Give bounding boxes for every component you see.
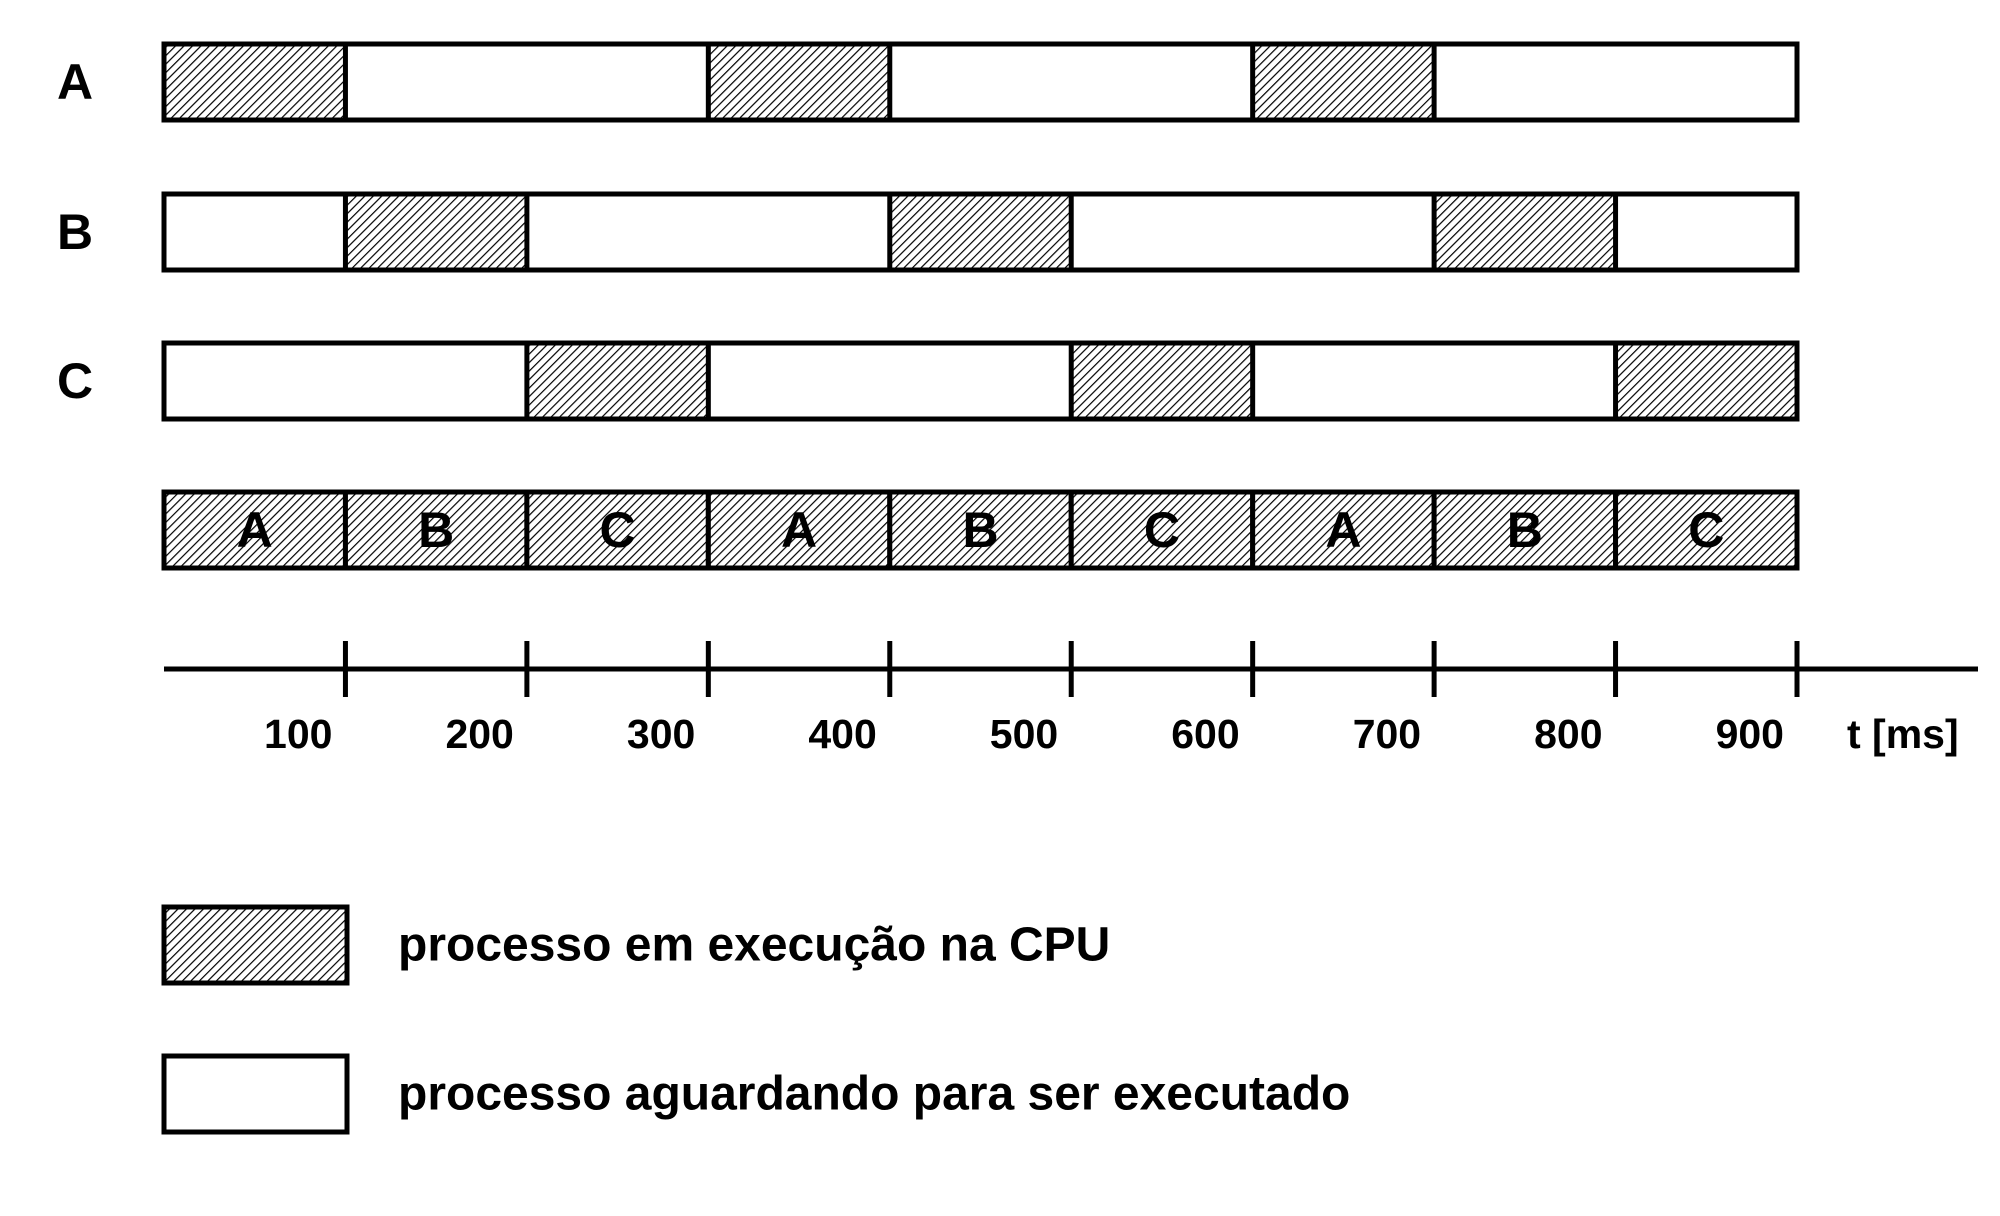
legend: processo em execução na CPU processo agua…	[161, 904, 1350, 1135]
tick-label: 200	[445, 711, 513, 757]
cpu-slot-label: C	[600, 502, 636, 558]
legend-label: processo em execução na CPU	[398, 919, 1110, 972]
cpu-slot-label: C	[1688, 502, 1724, 558]
waiting-bar	[164, 343, 1797, 419]
running-segment	[1071, 343, 1253, 419]
cpu-slot	[1431, 489, 1619, 571]
cpu-slot-label: A	[237, 502, 273, 558]
process-row-b: B	[57, 191, 1800, 273]
row-outline	[161, 41, 1800, 123]
running-segment	[889, 194, 1072, 270]
running-segment	[1615, 343, 1797, 419]
tick-label: 400	[808, 711, 876, 757]
cpu-slot	[342, 489, 530, 571]
tick-label: 700	[1353, 711, 1421, 757]
row-outline	[161, 191, 1800, 273]
process-row-a: A	[57, 41, 1800, 123]
tick-label: 500	[990, 711, 1058, 757]
cpu-slot	[1068, 489, 1256, 571]
tick-label: 900	[1716, 711, 1784, 757]
process-label: A	[57, 54, 93, 110]
tick-label: 300	[627, 711, 695, 757]
cpu-slot	[161, 489, 348, 571]
cpu-slot-label: B	[962, 502, 998, 558]
process-row-c: C	[57, 340, 1800, 422]
legend-label: processo aguardando para ser executado	[398, 1068, 1350, 1121]
cpu-slot	[1613, 489, 1800, 571]
legend-swatch-running	[161, 904, 350, 986]
cpu-slot	[1250, 489, 1437, 571]
cpu-slot-label: C	[1144, 502, 1180, 558]
process-label: C	[57, 353, 93, 409]
axis-unit-label: t [ms]	[1847, 711, 1959, 757]
running-segment	[164, 44, 346, 120]
time-axis: 100 200 300 400 500 600 700 800 900 t [ms]	[164, 641, 1978, 757]
cpu-slot	[705, 489, 893, 571]
process-label: B	[57, 204, 93, 260]
running-segment	[345, 194, 527, 270]
cpu-slot-label: A	[1325, 502, 1361, 558]
cpu-slot-label: B	[418, 502, 454, 558]
running-segment	[526, 343, 709, 419]
process-rows: A B C	[57, 41, 1800, 422]
row-outline	[161, 340, 1800, 422]
waiting-bar	[164, 44, 1797, 120]
cpu-slot	[524, 489, 711, 571]
tick-label: 800	[1534, 711, 1602, 757]
cpu-slot-label: A	[781, 502, 817, 558]
legend-swatch-waiting	[161, 1053, 350, 1135]
tick-label: 600	[1171, 711, 1239, 757]
running-segment	[1434, 194, 1616, 270]
running-segment	[1252, 44, 1435, 120]
cpu-slot-label: B	[1507, 502, 1543, 558]
cpu-slot	[887, 489, 1074, 571]
running-segment	[708, 44, 890, 120]
tick-label: 100	[264, 711, 332, 757]
